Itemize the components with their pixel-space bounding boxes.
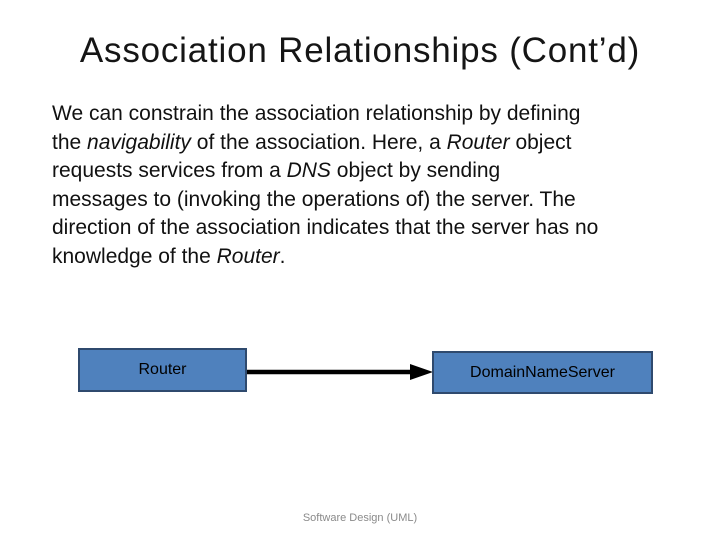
italic-term: navigability: [87, 130, 191, 154]
body-line: knowledge of the Router.: [52, 244, 286, 268]
router-class-box: Router: [78, 348, 247, 392]
body-line: direction of the association indicates t…: [52, 216, 599, 239]
router-class-label: Router: [138, 361, 187, 378]
domain-name-server-label: DomainNameServer: [470, 363, 615, 381]
body-line: We can constrain the association relatio…: [52, 102, 581, 125]
association-arrow: [247, 364, 433, 380]
domain-name-server-class-box: DomainNameServer: [432, 351, 653, 394]
slide-title: Association Relationships (Cont’d): [79, 31, 641, 70]
slide-body-text: We can constrain the association relatio…: [52, 100, 702, 271]
body-line: requests services from a DNS object by s…: [52, 159, 501, 182]
italic-term: Router: [446, 130, 510, 154]
footer-text: Software Design (UML): [302, 512, 418, 524]
italic-term: Router: [216, 244, 280, 268]
body-line: the navigability of the association. Her…: [52, 130, 572, 154]
arrowhead: [410, 364, 433, 380]
body-line: messages to (invoking the operations of)…: [52, 187, 576, 211]
italic-term: DNS: [286, 159, 331, 182]
